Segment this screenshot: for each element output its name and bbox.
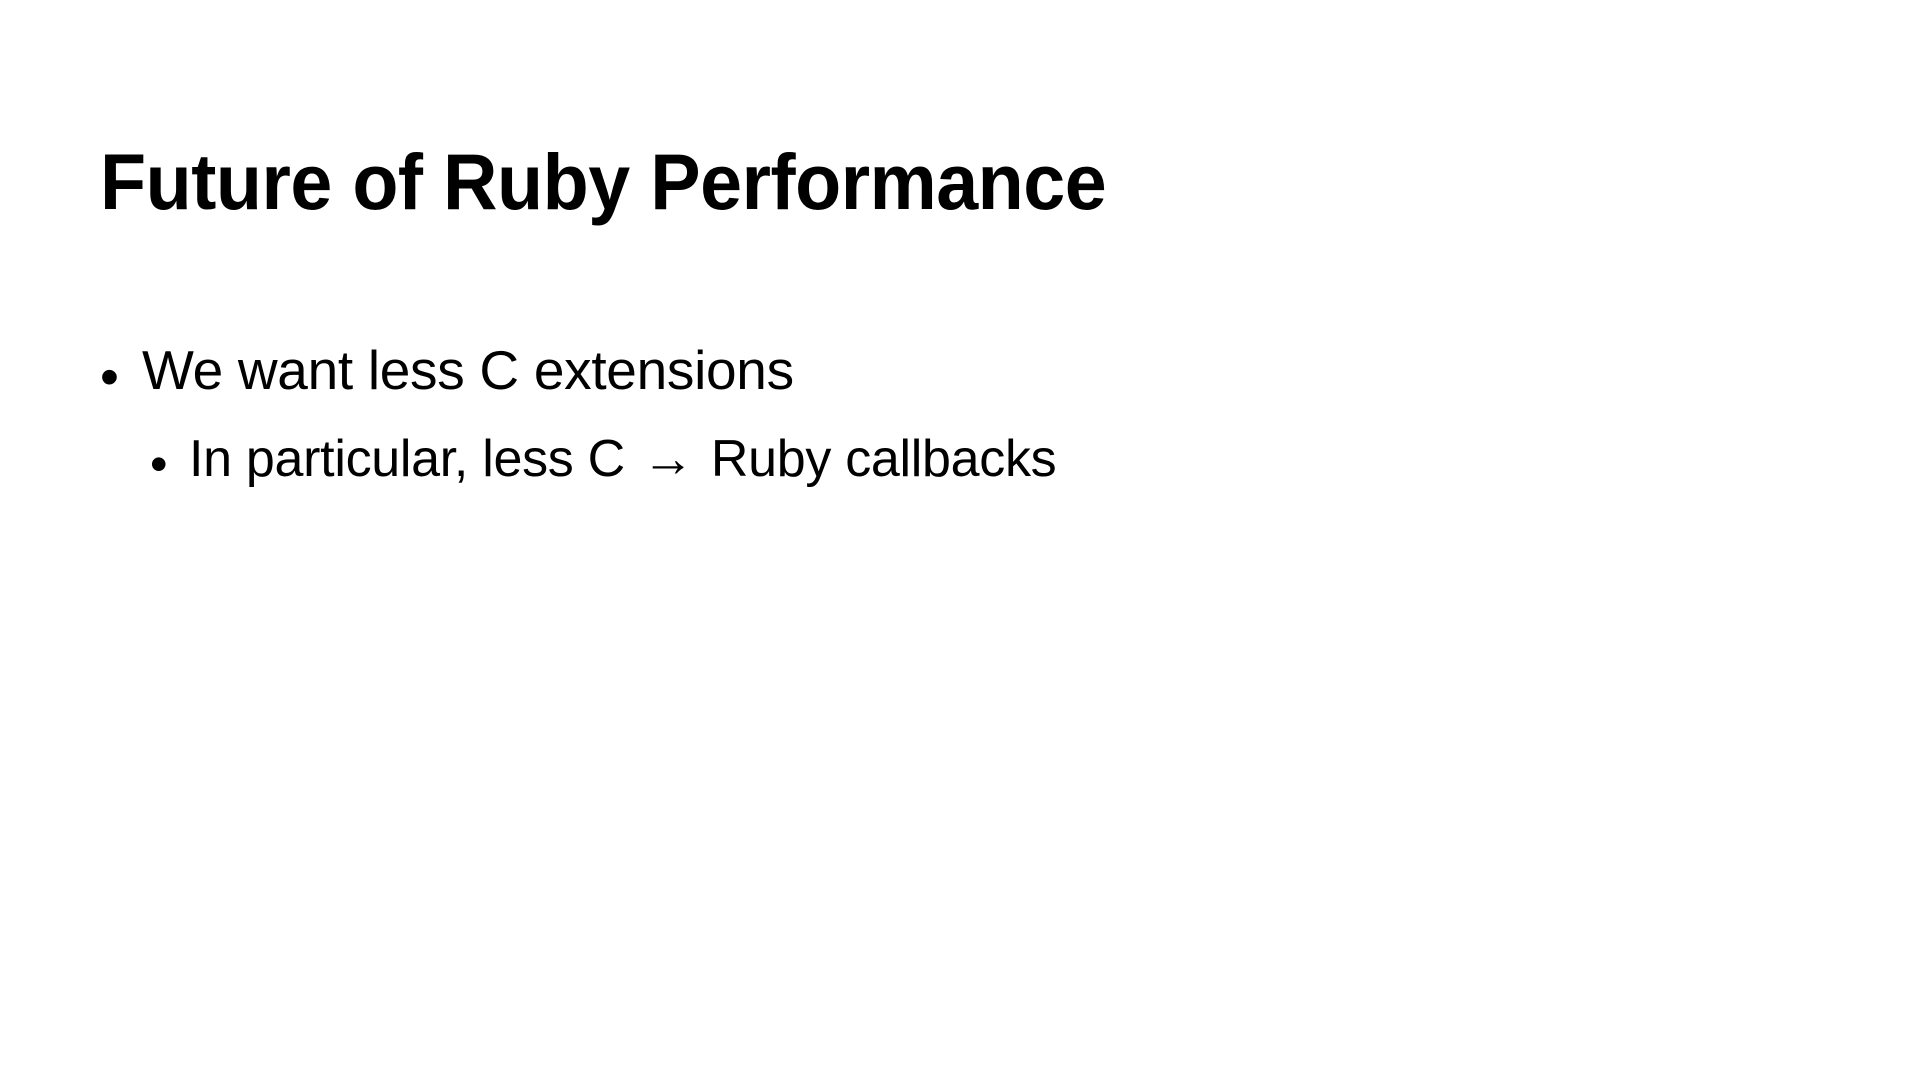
list-item-label: We want less C extensions xyxy=(142,339,794,401)
list-item-label: In particular, less C → Ruby callbacks xyxy=(189,430,1057,488)
bullet-list: • We want less C extensions • In particu… xyxy=(100,339,1820,489)
page-title: Future of Ruby Performance xyxy=(100,136,1107,226)
list-item: • We want less C extensions xyxy=(100,339,1820,407)
list-item-text-before-arrow: In particular, less C xyxy=(189,430,640,488)
right-arrow-icon: → xyxy=(642,430,694,488)
list-item-text-after-arrow: Ruby callbacks xyxy=(696,430,1057,488)
bullet-point-icon: • xyxy=(100,347,119,407)
list-item: • In particular, less C → Ruby callbacks xyxy=(150,432,1820,489)
bullet-point-icon: • xyxy=(150,436,168,492)
